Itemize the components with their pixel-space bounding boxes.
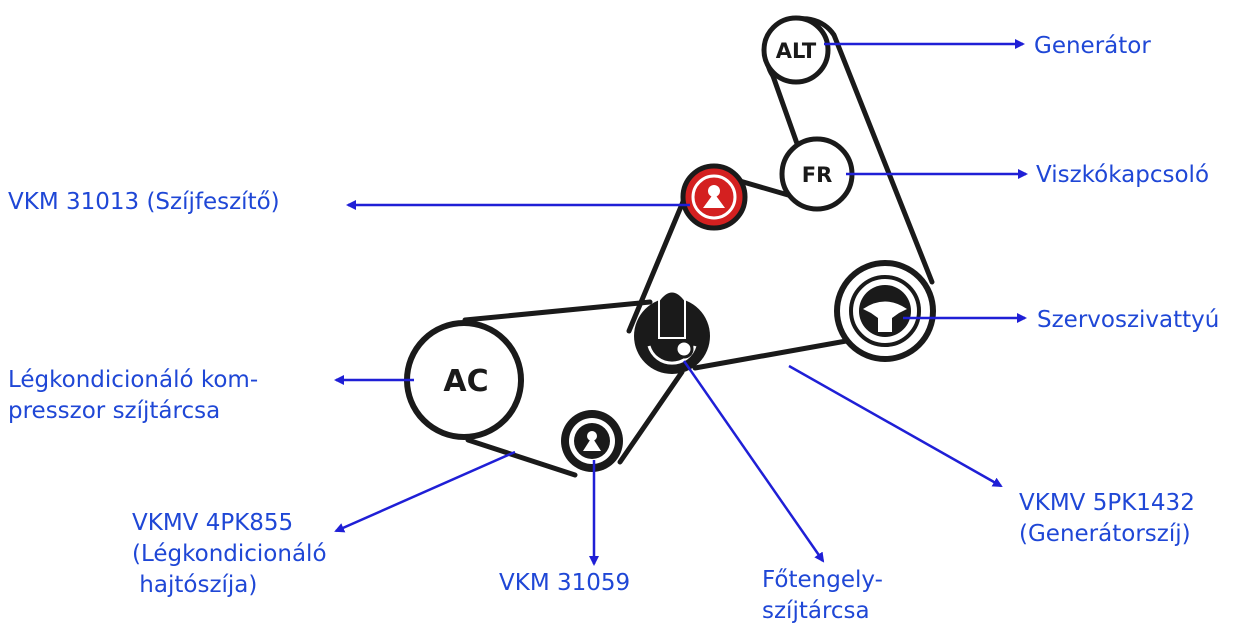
power-steering-pulley <box>834 260 936 362</box>
generator-belt <box>626 32 935 371</box>
label-ac-belt-line3: hajtószíja) <box>132 572 258 598</box>
ac-compressor-pulley: AC <box>404 320 524 440</box>
label-generator: Generátor <box>1034 33 1151 59</box>
label-power-steering: Szervoszivattyú <box>1037 307 1220 333</box>
label-generator-belt: VKMV 5PK1432 (Generátorszíj) <box>1019 488 1195 550</box>
arrow-crankshaft <box>682 360 825 563</box>
label-ac-compressor-line1: Légkondicionáló kom- <box>8 367 259 393</box>
label-ac-compressor: Légkondicionáló kom- presszor szíjtárcsa <box>8 365 258 427</box>
label-crankshaft: Főtengely- szíjtárcsa <box>762 565 883 627</box>
tensioner-pulley <box>680 163 748 231</box>
label-tensioner: VKM 31013 (Szíjfeszítő) <box>8 189 280 215</box>
label-ac-belt: VKMV 4PK855 (Légkondicionáló hajtószíja) <box>132 508 327 601</box>
callout-arrows <box>334 39 1028 566</box>
label-idler: VKM 31059 <box>499 570 631 596</box>
ac-belt <box>462 299 685 478</box>
arrow-generator-belt <box>788 364 1003 488</box>
label-crankshaft-line2: szíjtárcsa <box>762 598 870 624</box>
label-generator-belt-line2: (Generátorszíj) <box>1019 521 1191 547</box>
label-crankshaft-line1: Főtengely- <box>762 567 883 593</box>
crankshaft-pulley <box>634 290 710 374</box>
ac-compressor-pulley-label: AC <box>443 364 488 399</box>
alternator-pulley-label: ALT <box>776 39 817 63</box>
arrow-ac-belt <box>334 450 516 533</box>
label-viscous-clutch: Viszkókapcsoló <box>1036 162 1210 188</box>
idler-pulley <box>561 410 623 472</box>
label-ac-belt-line2: (Légkondicionáló <box>132 541 327 567</box>
viscous-clutch-pulley: FR <box>779 136 855 212</box>
label-generator-belt-line1: VKMV 5PK1432 <box>1019 490 1195 516</box>
label-ac-compressor-line2: presszor szíjtárcsa <box>8 398 221 424</box>
alternator-pulley: ALT <box>761 15 831 85</box>
viscous-clutch-pulley-label: FR <box>802 163 833 187</box>
label-ac-belt-line1: VKMV 4PK855 <box>132 510 294 536</box>
